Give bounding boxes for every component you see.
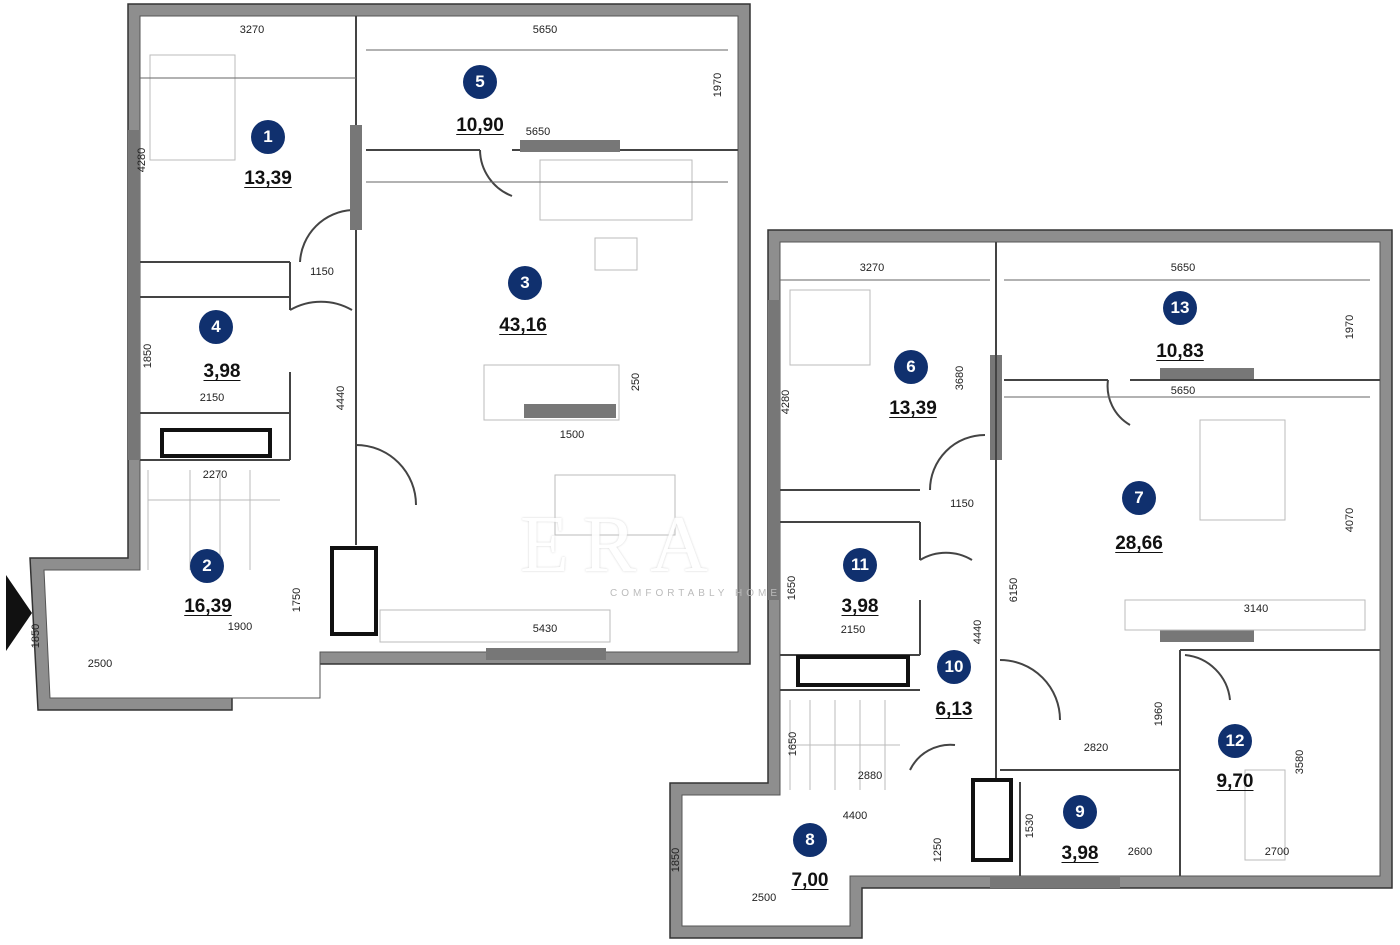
room-area-2: 16,39 [184,596,232,617]
dining-table [554,474,676,536]
room-area-11: 3,98 [841,596,879,617]
room-badge-10: 10 [937,650,971,684]
room-area-3: 43,16 [499,315,547,336]
dimension-label: 250 [630,372,642,392]
entrance-arrow-icon [6,575,32,651]
dimension-label: 1850 [670,847,682,873]
dimension-label: 1150 [950,498,974,510]
room-badge-2: 2 [190,549,224,583]
dimension-label: 3140 [1243,603,1269,615]
dimension-label: 2150 [199,392,225,404]
dimension-label: 2150 [840,624,866,636]
watermark-subtitle: COMFORTABLY HOME [610,588,782,599]
room-badge-13: 13 [1163,291,1197,325]
dimension-label: 4280 [136,147,148,173]
dimension-label: 1960 [1153,701,1165,727]
dimension-label: 2820 [1083,742,1109,754]
dimension-label: 1500 [559,429,585,441]
room-area-9: 3,98 [1061,843,1099,864]
dimension-label: 1150 [310,266,334,278]
dimension-label: 1750 [291,587,303,613]
dimension-label: 3580 [1294,749,1306,775]
dimension-label: 1250 [932,837,944,863]
dimension-label: 5430 [532,623,558,635]
watermark-brand: ERA [520,501,722,589]
kitchen-counter [379,609,611,643]
dimension-label: 5650 [1170,262,1196,274]
dimension-label: 1970 [1344,314,1356,340]
dimension-label: 2700 [1264,846,1290,858]
dimension-label: 2880 [857,770,883,782]
room-badge-6: 6 [894,350,928,384]
shaft [160,428,272,458]
dimension-label: 1530 [1024,813,1036,839]
dimension-label: 2500 [751,892,777,904]
room-badge-12: 12 [1218,724,1252,758]
room-badge-1: 1 [251,120,285,154]
bathtub [1244,769,1286,861]
dimension-label: 5650 [525,126,551,138]
dimension-label: 3270 [239,24,265,36]
room-badge-8: 8 [793,823,827,857]
room-area-8: 7,00 [791,870,829,891]
room-area-5: 10,90 [456,115,504,136]
room-badge-4: 4 [199,310,233,344]
dimension-label: 5650 [1170,385,1196,397]
room-badge-5: 5 [463,65,497,99]
room-badge-11: 11 [843,548,877,582]
room-badge-9: 9 [1063,795,1097,829]
dimension-label: 2500 [87,658,113,670]
room-area-10: 6,13 [935,699,973,720]
dimension-label: 1850 [30,623,42,649]
dimension-label: 4440 [335,385,347,411]
dimension-label: 4070 [1344,507,1356,533]
dimension-label: 5650 [532,24,558,36]
dimension-label: 1970 [712,72,724,98]
dimension-label: 3680 [954,365,966,391]
room-badge-7: 7 [1122,481,1156,515]
room-area-7: 28,66 [1115,533,1163,554]
dimension-label: 1650 [786,575,798,601]
dimension-label: 2270 [202,469,228,481]
room-area-13: 10,83 [1156,341,1204,362]
dimension-label: 2600 [1127,846,1153,858]
dimension-label: 1850 [142,343,154,369]
room-area-4: 3,98 [203,361,241,382]
bed [149,54,236,161]
dimension-label: 3270 [859,262,885,274]
room-area-12: 9,70 [1216,771,1254,792]
sofa [539,159,693,221]
dimension-label: 6150 [1008,577,1020,603]
room-area-6: 13,39 [889,398,937,419]
room-area-1: 13,39 [244,168,292,189]
room-badge-3: 3 [508,266,542,300]
dimension-label: 4400 [842,810,868,822]
dimension-label: 1650 [787,731,799,757]
dimension-label: 1900 [227,621,253,633]
dimension-label: 4440 [972,619,984,645]
dimension-label: 4280 [780,389,792,415]
wall-segment [350,125,362,230]
